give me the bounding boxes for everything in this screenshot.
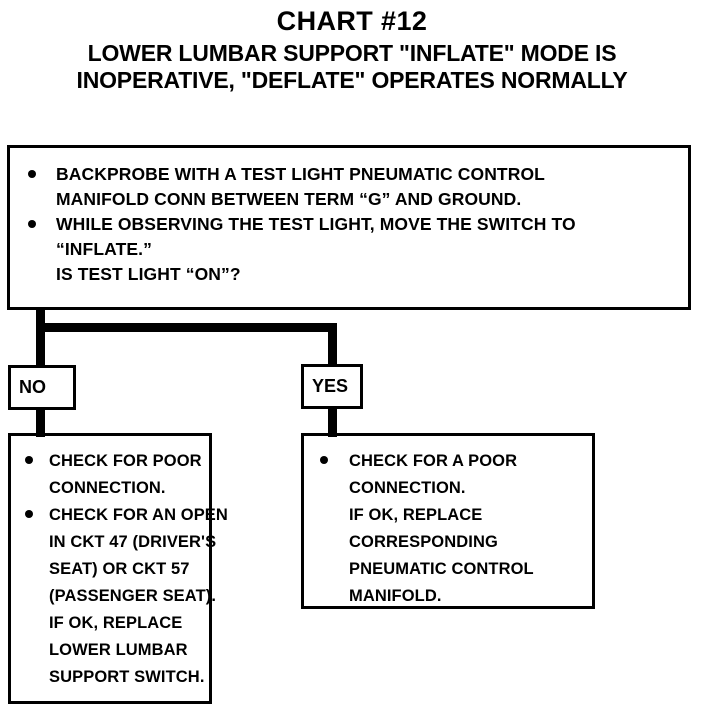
- connector-no-to-result: [36, 406, 45, 437]
- decision-bullet-line: MANIFOLD CONN BETWEEN TERM “G” AND GROUN…: [56, 189, 522, 209]
- branch-label-yes-text: YES: [312, 376, 349, 396]
- yes-result-bullet-line: PNEUMATIC CONTROL: [349, 560, 534, 578]
- no-result-box: CHECK FOR POOR CONNECTION. CHECK FOR AN OP…: [8, 433, 228, 704]
- bullet-dot-icon: [320, 455, 328, 464]
- yes-result-bullet-list: CHECK FOR A POOR CONNECTION. IF OK, REPLAC…: [304, 436, 592, 610]
- yes-result-bullet-line: CONNECTION.: [349, 479, 466, 497]
- connector-decision-stem: [36, 310, 45, 370]
- no-result-bullet-line: IF OK, REPLACE: [49, 614, 183, 632]
- decision-bullet-line: IS TEST LIGHT “ON”?: [56, 264, 241, 284]
- decision-box: BACKPROBE WITH A TEST LIGHT PNEUMATIC CO…: [7, 145, 691, 310]
- decision-bullet-item: WHILE OBSERVING THE TEST LIGHT, MOVE THE…: [24, 212, 688, 287]
- no-result-bullet-line: (PASSENGER SEAT).: [49, 587, 217, 605]
- decision-bullet-line: BACKPROBE WITH A TEST LIGHT PNEUMATIC CO…: [56, 164, 545, 184]
- yes-result-bullet-line: IF OK, REPLACE: [349, 506, 483, 524]
- page-title: CHART #12: [276, 6, 428, 36]
- no-result-bullet-item: CHECK FOR AN OPEN IN CKT 47 (DRIVER'S SEAT…: [21, 502, 228, 691]
- decision-bullet-line: WHILE OBSERVING THE TEST LIGHT, MOVE THE…: [56, 214, 576, 234]
- no-result-bullet-line: CONNECTION.: [49, 479, 166, 497]
- no-result-bullet-line: LOWER LUMBAR: [49, 641, 188, 659]
- no-result-bullet-item: CHECK FOR POOR CONNECTION.: [21, 448, 209, 502]
- yes-result-bullet-line: CHECK FOR A POOR: [349, 452, 518, 470]
- branch-label-no-text: NO: [19, 377, 46, 397]
- decision-bullet-list: BACKPROBE WITH A TEST LIGHT PNEUMATIC CO…: [10, 148, 688, 287]
- no-result-bullet-list: CHECK FOR POOR CONNECTION. CHECK FOR AN OP…: [11, 436, 228, 691]
- connector-yes-stem: [328, 323, 337, 369]
- bullet-dot-icon: [25, 509, 33, 518]
- yes-result-bullet-item: CHECK FOR A POOR CONNECTION. IF OK, REPLAC…: [316, 448, 592, 610]
- connector-yes-to-result: [328, 404, 337, 437]
- branch-label-yes: YES: [301, 364, 363, 409]
- no-result-bullet-line: SEAT) OR CKT 57: [49, 560, 190, 578]
- bullet-dot-icon: [25, 455, 33, 464]
- chart-heading: CHART #12 LOWER LUMBAR SUPPORT "INFLATE"…: [0, 0, 704, 94]
- decision-bullet-line: “INFLATE.”: [56, 239, 152, 259]
- decision-bullet-item: BACKPROBE WITH A TEST LIGHT PNEUMATIC CO…: [24, 162, 688, 212]
- chart-subtitle: LOWER LUMBAR SUPPORT "INFLATE" MODE IS I…: [0, 40, 704, 94]
- connector-split-bar: [36, 323, 337, 332]
- chart-subtitle-line-2: INOPERATIVE, "DEFLATE" OPERATES NORMALLY: [76, 67, 628, 93]
- no-result-bullet-line: CHECK FOR AN OPEN: [49, 506, 228, 524]
- yes-result-bullet-line: CORRESPONDING: [349, 533, 498, 551]
- yes-result-bullet-line: MANIFOLD.: [349, 587, 442, 605]
- no-result-bullet-line: CHECK FOR POOR: [49, 452, 202, 470]
- yes-result-box: CHECK FOR A POOR CONNECTION. IF OK, REPLAC…: [301, 433, 595, 609]
- bullet-dot-icon: [28, 170, 36, 179]
- branch-label-no: NO: [8, 365, 76, 410]
- no-result-bullet-line: IN CKT 47 (DRIVER'S: [49, 533, 217, 551]
- no-result-bullet-line: SUPPORT SWITCH.: [49, 668, 205, 686]
- bullet-dot-icon: [28, 220, 36, 229]
- chart-subtitle-line-1: LOWER LUMBAR SUPPORT "INFLATE" MODE IS: [87, 40, 617, 66]
